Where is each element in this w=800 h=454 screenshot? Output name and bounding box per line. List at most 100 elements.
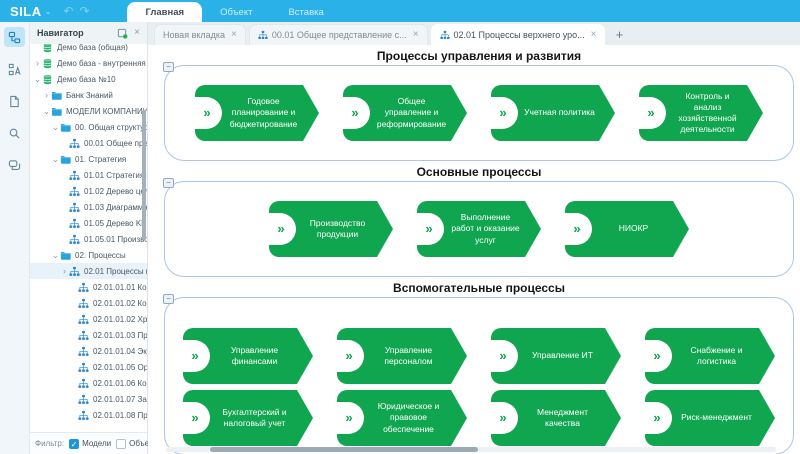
rail-object-types-button[interactable]: [4, 59, 25, 79]
tree-item-label: 01.01 Стратегия ко: [84, 170, 147, 180]
tree-item[interactable]: ⌄ 00. Общая структура: [30, 119, 147, 135]
filter-checkbox[interactable]: Объекты: [116, 438, 162, 449]
expander-chevron-icon[interactable]: ⌄: [42, 105, 51, 116]
close-panel-icon[interactable]: ×: [134, 27, 140, 38]
process-shape[interactable]: » Годовое планирование и бюджетирование: [195, 85, 319, 141]
tree-item[interactable]: 02.01.01.06 Контрол: [30, 375, 147, 391]
filter-checkbox[interactable]: ✓ Модели: [69, 438, 111, 449]
close-tab-icon[interactable]: ×: [231, 29, 237, 40]
tree-item[interactable]: 02.01.01.02 Комплек: [30, 295, 147, 311]
section-title: Основные процессы: [416, 165, 542, 179]
process-chevron-notch: »: [565, 213, 592, 245]
document-tabbar: Новая вкладка × 00.01 Общее представлени…: [148, 22, 800, 45]
database-status-icon[interactable]: [117, 28, 128, 39]
expander-chevron-icon[interactable]: ⌄: [51, 249, 60, 260]
tree-item[interactable]: ⌄ 02. Процессы: [30, 247, 147, 263]
app-logo[interactable]: SILA ⌄: [0, 0, 55, 22]
collapse-group-icon[interactable]: −: [163, 178, 174, 188]
ribbon-tab[interactable]: Объект: [202, 2, 270, 22]
rail-navigator-button[interactable]: [4, 27, 25, 47]
ribbon-tab[interactable]: Главная: [127, 2, 203, 22]
tree-item[interactable]: 00.01 Общее предст: [30, 135, 147, 151]
expander-chevron-icon[interactable]: ›: [63, 265, 66, 276]
process-chevron-notch: »: [491, 402, 518, 434]
ribbon-tab[interactable]: Вставка: [270, 2, 341, 22]
document-tab[interactable]: 00.01 Общее представление с... ×: [248, 24, 428, 45]
expander-chevron-icon[interactable]: ⌄: [33, 73, 42, 84]
tree-item[interactable]: 01.03 Диаграмма ок: [30, 199, 147, 215]
tree-item-label: 02.01.01.01 Комплек: [93, 282, 147, 292]
close-tab-icon[interactable]: ×: [590, 29, 597, 40]
process-shape[interactable]: » Бухгалтерский и налоговый учет: [183, 390, 313, 446]
tree-item[interactable]: › 02.01 Процессы вер: [30, 263, 147, 279]
model-icon: [69, 202, 80, 212]
process-shape[interactable]: » НИОКР: [565, 201, 689, 257]
process-shape[interactable]: » Производство продукции: [269, 201, 393, 257]
rail-document-button[interactable]: [4, 91, 25, 111]
process-shape[interactable]: » Риск-менеджмент: [645, 390, 775, 446]
tree-scrollbar[interactable]: [142, 110, 146, 240]
document-tab[interactable]: 02.01 Процессы верхнего уро... ×: [430, 24, 606, 45]
diagram-canvas[interactable]: Процессы управления и развития − » Годов…: [148, 45, 800, 454]
tree-item[interactable]: › Демо база - внутренняя: [30, 55, 147, 71]
close-tab-icon[interactable]: ×: [412, 29, 419, 40]
model-icon: [78, 394, 89, 404]
collapse-group-icon[interactable]: −: [163, 294, 174, 304]
tree-item[interactable]: ⌄ МОДЕЛИ КОМПАНИИ: [30, 103, 147, 119]
tree-item-label: 01. Стратегия: [75, 154, 127, 164]
process-shape[interactable]: » Общее управление и реформирование: [343, 85, 467, 141]
rail-search-button[interactable]: [4, 123, 25, 143]
ribbon-tab-label: Вставка: [288, 6, 324, 18]
section-container[interactable]: − » Производство продукции » Выполнение …: [163, 178, 794, 277]
tree-item[interactable]: 02.01.01.01 Комплек: [30, 279, 147, 295]
tree-item[interactable]: › Банк Знаний: [30, 87, 147, 103]
process-shape[interactable]: » Управление ИТ: [491, 328, 621, 384]
new-tab-button[interactable]: +: [615, 27, 624, 42]
model-icon: [258, 30, 268, 40]
tree-item[interactable]: 02.01.01.04 Экспорт: [30, 343, 147, 359]
section-container[interactable]: − » Управление финансами » Управление пе…: [163, 294, 794, 454]
expander-chevron-icon[interactable]: ›: [45, 89, 48, 100]
expander-chevron-icon[interactable]: ⌄: [51, 153, 60, 164]
tree-item[interactable]: 01.05.01 Производи: [30, 231, 147, 247]
horizontal-scrollbar[interactable]: [210, 447, 478, 452]
tree-item[interactable]: 01.01 Стратегия ко: [30, 167, 147, 183]
collapse-group-icon[interactable]: −: [163, 62, 174, 72]
expander-chevron-icon[interactable]: ›: [36, 57, 39, 68]
tree-item-label: 02.01.01.02 Хранени: [93, 314, 147, 324]
process-shape[interactable]: » Учетная политика: [491, 85, 615, 141]
tree-item[interactable]: 02.01.01.05 Организ: [30, 359, 147, 375]
tree-item-icon: [78, 346, 90, 357]
tree-item[interactable]: 02.01.01.07 Заключ: [30, 391, 147, 407]
process-shape[interactable]: » Снабжение и логистика: [645, 328, 775, 384]
undo-icon[interactable]: ↶: [63, 4, 74, 18]
process-shape[interactable]: » Юридическое и правовое обеспечение: [337, 390, 467, 446]
model-icon: [69, 266, 80, 276]
rail-comments-button[interactable]: [4, 155, 25, 175]
tree-item[interactable]: ⌄ 01. Стратегия: [30, 151, 147, 167]
model-icon: [69, 170, 80, 180]
process-shape[interactable]: » Управление финансами: [183, 328, 313, 384]
tree-item[interactable]: 02.01.01.08 Провед: [30, 407, 147, 423]
section-container[interactable]: − » Годовое планирование и бюджетировани…: [163, 62, 794, 161]
tree-item[interactable]: ⌄ Демо база №10: [30, 71, 147, 87]
tree-item[interactable]: Демо база (общая): [30, 44, 147, 55]
tree-item[interactable]: 02.01.01.03 Приемк: [30, 327, 147, 343]
process-shape[interactable]: » Менеджмент качества: [491, 390, 621, 446]
expander-chevron-icon[interactable]: ⌄: [51, 121, 60, 132]
redo-icon[interactable]: ↷: [79, 4, 90, 18]
tree-item-icon: [78, 314, 90, 325]
process-shape[interactable]: » Контроль и анализ хозяйственной деятел…: [639, 85, 763, 141]
tree-item[interactable]: 01.02 Дерево целей: [30, 183, 147, 199]
tree-item[interactable]: 01.05 Дерево KPI кс: [30, 215, 147, 231]
process-shape[interactable]: » Выполнение работ и оказание услуг: [417, 201, 541, 257]
doc-tabs: Новая вкладка × 00.01 Общее представлени…: [154, 24, 606, 45]
tree-item-icon: [51, 90, 63, 101]
model-icon: [78, 378, 89, 388]
document-tab-label: Новая вкладка: [163, 30, 226, 40]
process-shape[interactable]: » Управление персоналом: [337, 328, 467, 384]
document-tab[interactable]: Новая вкладка ×: [154, 24, 246, 45]
process-chevron-notch: »: [417, 213, 444, 245]
tree-item[interactable]: 02.01.01.02 Хранени: [30, 311, 147, 327]
main-area: Новая вкладка × 00.01 Общее представлени…: [148, 22, 800, 454]
